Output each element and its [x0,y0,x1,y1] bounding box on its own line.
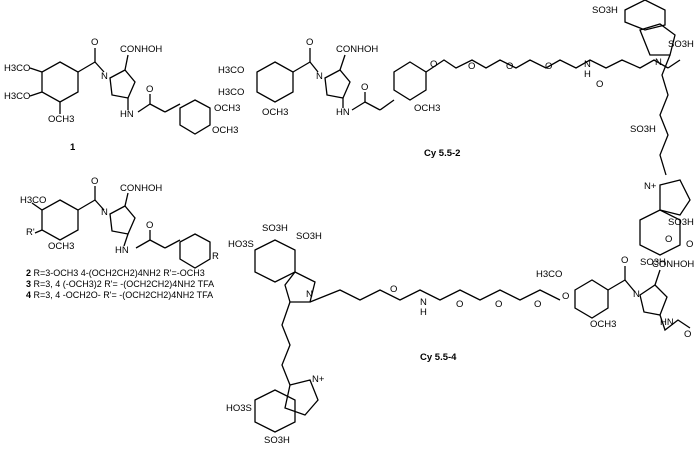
compound-1-bonds [29,48,211,135]
group-label: N [584,59,591,70]
compound-label: Cy 5.5-4 [420,352,457,363]
group-label: HO3S [228,239,254,250]
group-label: HN [336,107,350,118]
group-label: O [146,84,154,95]
group-label: O [665,234,673,245]
group-label: O [684,329,692,340]
group-label: H3CO [218,65,245,76]
group-label: H3CO [536,269,563,280]
group-label: CONHOH [120,183,163,194]
group-label: HN [115,245,129,256]
group-label: SO3H [668,217,694,228]
compound-2-4-bonds [31,186,211,269]
group-label: N+ [644,181,657,192]
cy55-4-bonds [254,239,691,433]
group-label: SO3H [640,257,666,268]
group-label: SO3H [262,223,288,234]
group-label: O [545,61,553,72]
group-label: SO3H [630,124,656,135]
group-label: OCH3 [48,114,75,125]
group-label: O [495,299,503,310]
group-label: O [390,284,398,295]
compound-label: 1 [70,142,76,153]
group-label: N [101,71,108,82]
group-label: N [655,57,662,68]
group-label: OCH3 [214,103,241,114]
group-label: O [562,291,570,302]
group-label: R' [26,227,35,238]
group-label: HO3S [226,403,252,414]
group-label: OCH3 [590,319,617,330]
group-label: CONHOH [652,259,695,270]
group-label: H3CO [4,91,31,102]
group-label: H3CO [20,195,47,206]
group-label: H [420,307,427,318]
legend-row: 2 R=3-OCH3 4-(OCH2CH2)4NH2 R'=-OCH3 [26,268,205,278]
group-label: O [621,255,629,266]
group-label: O [596,79,604,90]
compound-legend: 2 R=3-OCH3 4-(OCH2CH2)4NH2 R'=-OCH3 3 R=… [26,268,214,301]
group-label: N [316,71,323,82]
group-label: HN [120,109,134,120]
group-label: O [361,82,369,93]
group-label: HN [660,317,674,328]
group-label: OCH3 [414,103,441,114]
group-label: SO3H [668,39,694,50]
group-label: O [91,37,99,48]
group-label: OCH3 [262,107,289,118]
group-label: N+ [312,374,325,385]
group-label: H3CO [218,87,245,98]
group-label: O [91,176,99,187]
group-label: O [468,61,476,72]
group-label: O [430,59,438,70]
group-label: CONHOH [336,44,379,55]
group-label: OCH3 [212,125,239,136]
group-label: O [306,37,314,48]
group-label: SO3H [264,435,290,446]
group-label: N [420,297,427,308]
group-label: SO3H [592,5,618,16]
group-label: O [506,61,514,72]
cy55-2-bonds [256,0,691,256]
group-label: R [212,251,219,262]
compound-label: Cy 5.5-2 [424,148,461,159]
legend-row: 4 R=3, 4 -OCH2O- R'= -(OCH2CH2)4NH2 TFA [26,290,214,300]
group-label: H [584,69,591,80]
group-label: H3CO [4,63,31,74]
group-label: O [146,220,154,231]
legend-row: 3 R=3, 4 (-OCH3)2 R'= -(OCH2CH2)4NH2 TFA [26,279,215,289]
group-label: N [306,289,313,300]
group-label: O [534,299,542,310]
group-label: OCH3 [48,241,75,252]
group-label: N [101,207,108,218]
group-label: O [686,239,694,250]
group-label: O [456,299,464,310]
group-label: N [633,289,640,300]
group-label: CONHOH [120,44,163,55]
group-label: SO3H [296,231,322,242]
